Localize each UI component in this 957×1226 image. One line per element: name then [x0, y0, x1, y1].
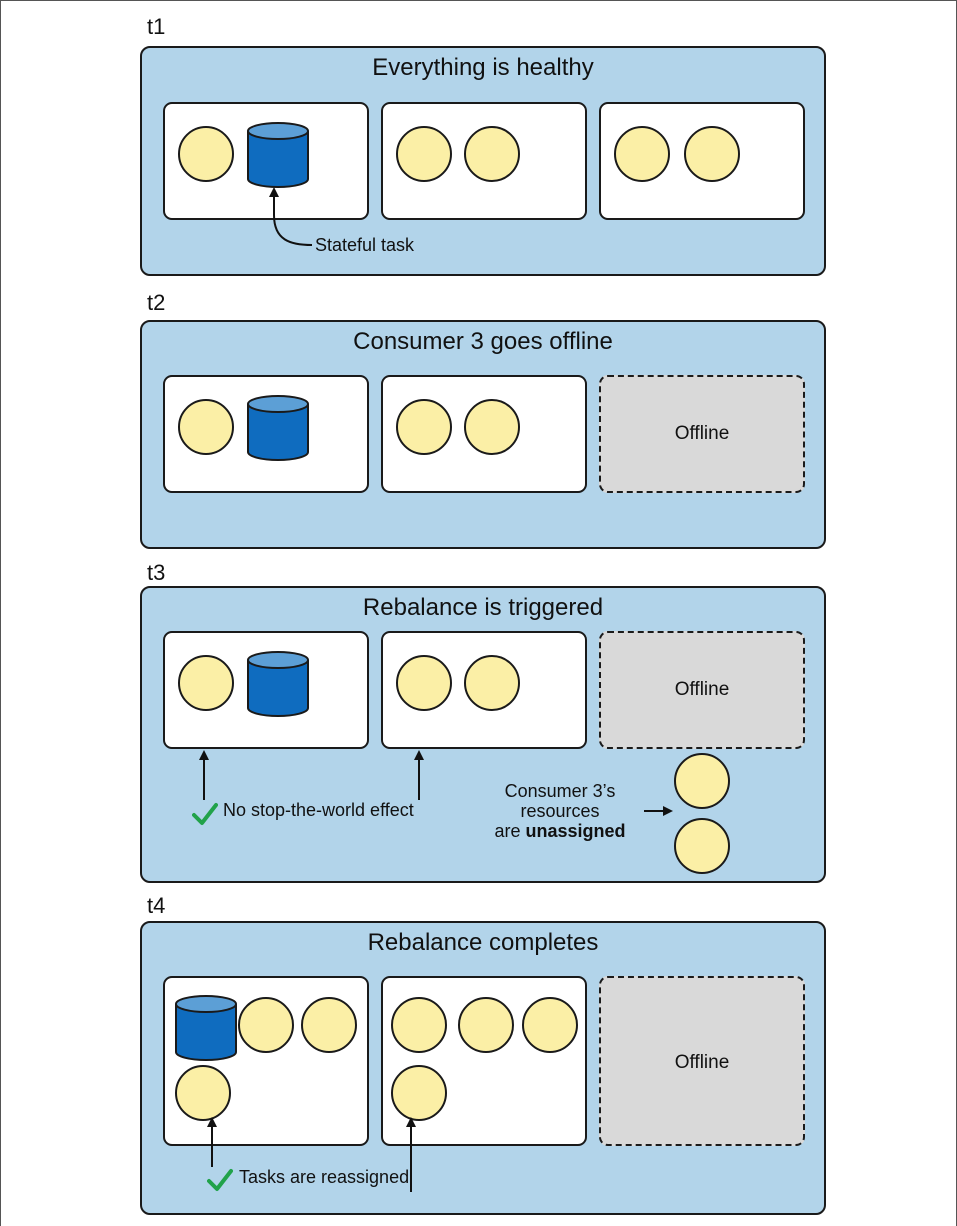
- consumer-1: [163, 375, 369, 493]
- offline-label: Offline: [674, 1052, 730, 1073]
- offline-label: Offline: [674, 423, 730, 444]
- section-label-t4: t4: [147, 893, 166, 918]
- panel-title: Rebalance completes: [367, 929, 599, 956]
- circle-task-icon: [522, 997, 578, 1053]
- offline-label: Offline: [674, 679, 730, 700]
- panel-title: Everything is healthy: [372, 54, 594, 81]
- unassigned-resources-note: Consumer 3’s resources are unassigned: [480, 781, 640, 841]
- section-label-t2: t2: [147, 290, 166, 315]
- panel-t4: Rebalance completes Offline: [140, 921, 826, 1215]
- unassigned-task-icon: [674, 753, 730, 809]
- consumer-2: [381, 976, 587, 1146]
- consumer-1: [163, 102, 369, 220]
- circle-task-icon: [175, 1065, 231, 1121]
- circle-task-icon: [391, 1065, 447, 1121]
- unassigned-bold: unassigned: [525, 821, 626, 841]
- consumer-1: [163, 631, 369, 749]
- panel-t3: Rebalance is triggered Offline: [140, 586, 826, 883]
- unassigned-line-3: are unassigned: [480, 821, 640, 841]
- circle-task-icon: [458, 997, 514, 1053]
- stateful-task-annotation: Stateful task: [315, 235, 415, 255]
- circle-task-icon: [464, 655, 520, 711]
- database-cylinder-icon: [175, 995, 237, 1061]
- consumer-2: [381, 631, 587, 749]
- circle-task-icon: [396, 399, 452, 455]
- checkmark-icon: [207, 1169, 233, 1191]
- database-cylinder-icon: [247, 122, 309, 188]
- unassigned-prefix: are: [494, 821, 526, 841]
- tasks-reassigned-note: Tasks are reassigned: [239, 1167, 410, 1187]
- circle-task-icon: [238, 997, 294, 1053]
- panel-title: Consumer 3 goes offline: [353, 328, 613, 355]
- no-stop-the-world-note: No stop-the-world effect: [223, 800, 414, 820]
- circle-task-icon: [178, 655, 234, 711]
- consumer-1: [163, 976, 369, 1146]
- circle-task-icon: [178, 399, 234, 455]
- checkmark-icon: [192, 803, 218, 825]
- circle-task-icon: [301, 997, 357, 1053]
- circle-task-icon: [614, 126, 670, 182]
- unassigned-line-1: Consumer 3’s: [504, 781, 616, 801]
- circle-task-icon: [391, 997, 447, 1053]
- panel-t2: Consumer 3 goes offline Offline: [140, 320, 826, 549]
- panel-title: Rebalance is triggered: [362, 594, 604, 621]
- database-cylinder-icon: [247, 651, 309, 717]
- consumer-2: [381, 102, 587, 220]
- database-cylinder-icon: [247, 395, 309, 461]
- consumer-3: [599, 102, 805, 220]
- circle-task-icon: [684, 126, 740, 182]
- circle-task-icon: [396, 655, 452, 711]
- unassigned-line-2: resources: [520, 801, 600, 821]
- section-label-t1: t1: [147, 14, 166, 39]
- circle-task-icon: [178, 126, 234, 182]
- consumer-2: [381, 375, 587, 493]
- consumer-3-offline: Offline: [599, 375, 805, 493]
- unassigned-task-icon: [674, 818, 730, 874]
- consumer-3-offline: Offline: [599, 631, 805, 749]
- circle-task-icon: [464, 399, 520, 455]
- circle-task-icon: [464, 126, 520, 182]
- section-label-t3: t3: [147, 560, 166, 585]
- consumer-3-offline: Offline: [599, 976, 805, 1146]
- circle-task-icon: [396, 126, 452, 182]
- panel-t1: Everything is healthy: [140, 46, 826, 276]
